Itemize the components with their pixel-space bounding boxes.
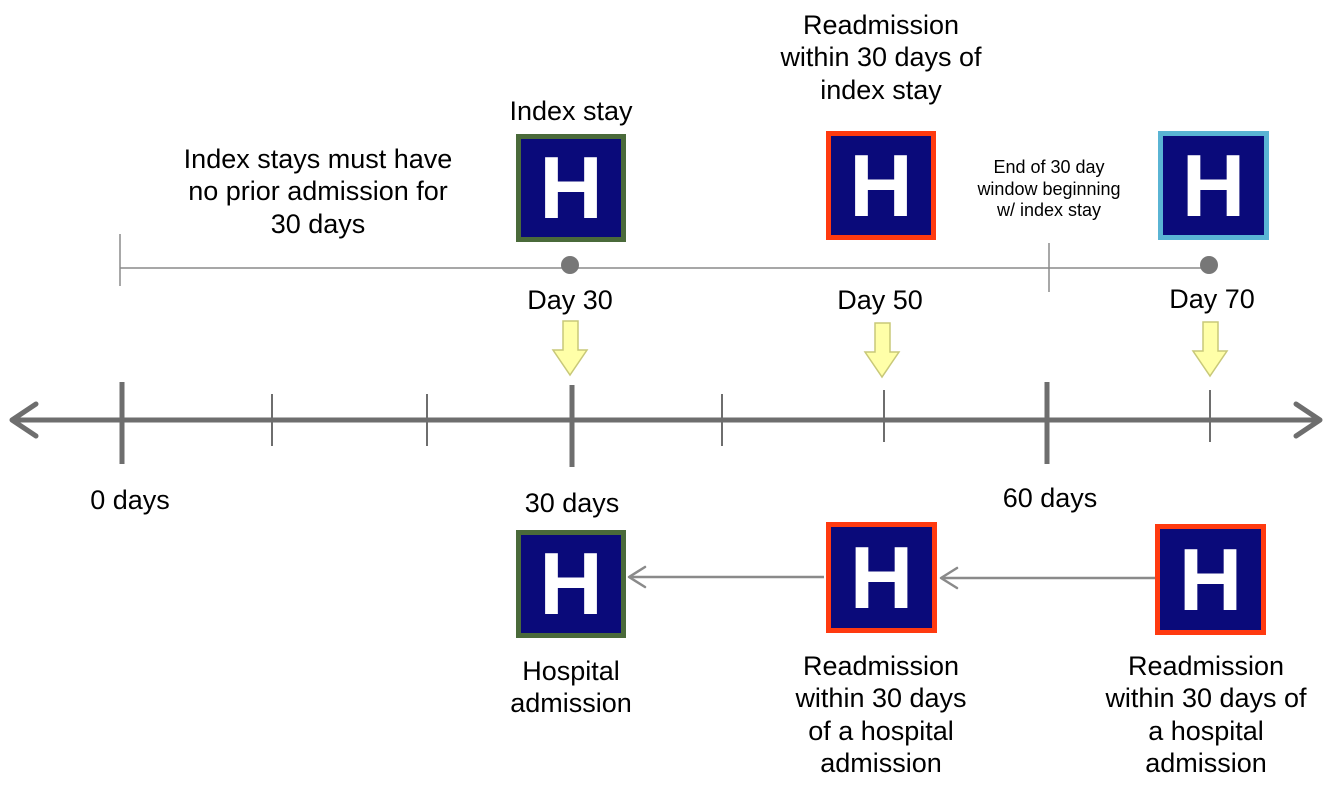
axis-label-30-days: 30 days: [524, 488, 620, 518]
hospital-admission-label: Hospital admission: [510, 656, 632, 719]
hospital-admission-icon: H: [516, 530, 626, 638]
day-70-arrow: [1191, 321, 1229, 378]
main-axis-right-arrowhead: [1293, 401, 1323, 439]
hospital-letter: H: [539, 534, 603, 633]
readmission-2-hospital-icon: H: [1155, 524, 1266, 635]
window-end-label: End of 30 day window beginning w/ index …: [977, 157, 1121, 221]
link-arrow-2-head: [939, 566, 959, 590]
day-50-label: Day 50: [837, 285, 923, 315]
axis-label-60-days: 60 days: [1002, 483, 1098, 513]
readmission-1-label: Readmission within 30 days of a hospital…: [795, 651, 967, 779]
day-70-marker: [1200, 256, 1218, 274]
main-axis-left-arrowhead: [9, 401, 39, 439]
day-30-label: Day 30: [527, 285, 613, 315]
readmission-index-label: Readmission within 30 days of index stay: [780, 10, 982, 105]
day-30-arrow: [551, 320, 589, 377]
day-50-arrow: [863, 322, 901, 379]
hospital-letter: H: [1178, 529, 1243, 629]
hospital-letter: H: [539, 138, 603, 237]
link-arrow-1-head: [627, 565, 647, 589]
axis-label-0-days: 0 days: [90, 485, 170, 515]
readmission-hospital-icon: H: [826, 131, 936, 240]
index-stay-hospital-icon: H: [516, 134, 626, 242]
later-stay-hospital-icon: H: [1158, 131, 1269, 240]
day-70-label: Day 70: [1169, 284, 1255, 314]
index-stay-requirement-note: Index stays must have no prior admission…: [183, 144, 453, 239]
readmission-1-hospital-icon: H: [826, 522, 937, 633]
hospital-letter: H: [849, 135, 913, 235]
readmission-2-label: Readmission within 30 days of a hospital…: [1105, 651, 1307, 779]
index-stay-label: Index stay: [509, 96, 633, 126]
hospital-letter: H: [849, 527, 914, 627]
day-30-marker: [561, 256, 579, 274]
hospital-letter: H: [1181, 135, 1246, 235]
